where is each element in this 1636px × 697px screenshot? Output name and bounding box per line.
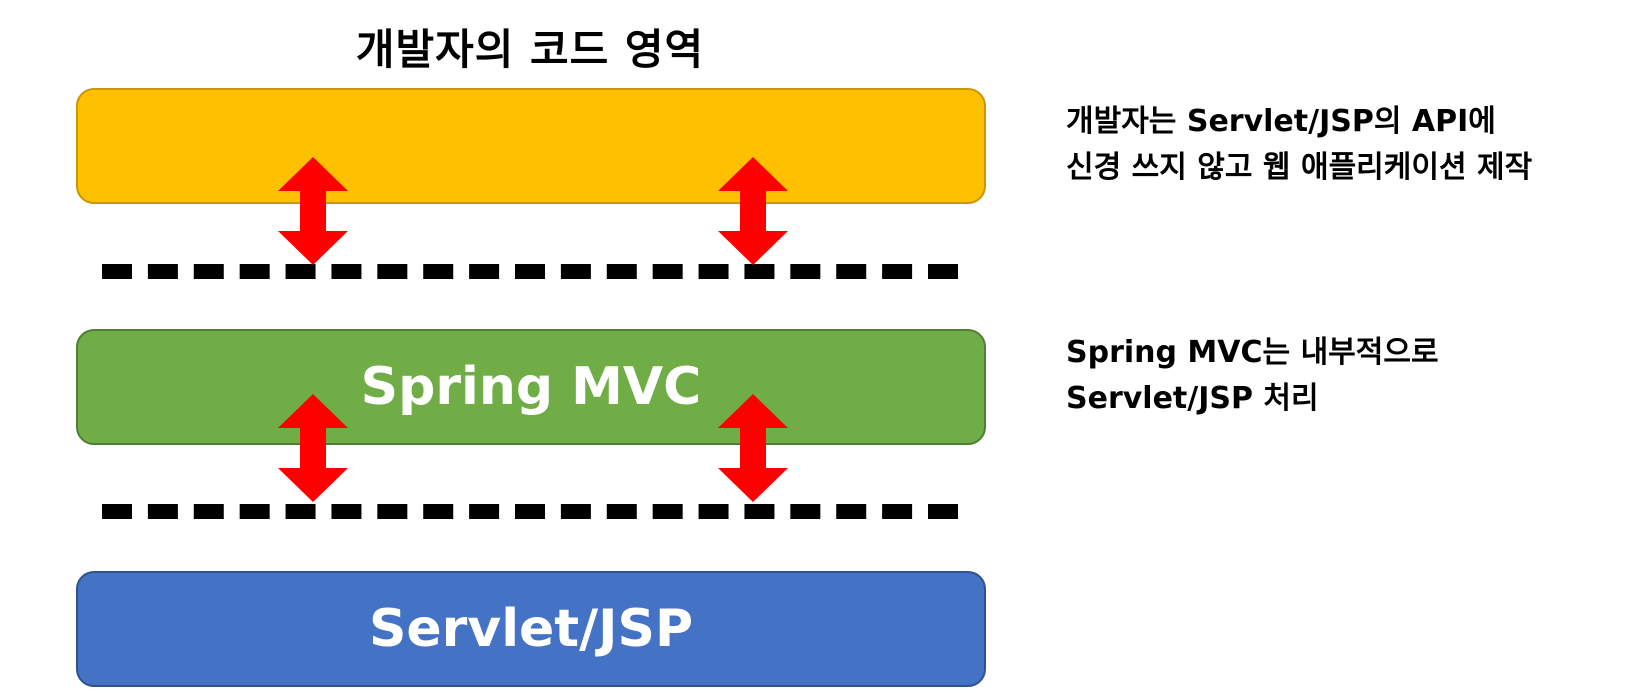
note-spring-mvc: Spring MVC는 내부적으로 Servlet/JSP 처리: [1066, 330, 1439, 422]
servlet-jsp-layer-label: Servlet/JSP: [368, 599, 694, 659]
double-arrow-icon: [278, 394, 348, 502]
note-developer-line-1: 개발자는 Servlet/JSP의 API에: [1066, 104, 1496, 139]
note-spring-mvc-line-2: Servlet/JSP 처리: [1066, 381, 1319, 416]
developer-code-layer: [76, 88, 986, 204]
note-spring-mvc-line-1: Spring MVC는 내부적으로: [1066, 335, 1439, 370]
double-arrow-shape: [718, 394, 788, 502]
spring-mvc-layer: Spring MVC: [76, 329, 986, 445]
double-arrow-shape: [278, 157, 348, 265]
note-developer-line-2: 신경 쓰지 않고 웹 애플리케이션 제작: [1066, 150, 1533, 185]
boundary-dashed-line-upper: [102, 264, 958, 279]
boundary-dashed-line-lower: [102, 504, 958, 519]
diagram-title: 개발자의 코드 영역: [355, 25, 705, 74]
double-arrow-icon: [718, 157, 788, 265]
note-developer: 개발자는 Servlet/JSP의 API에 신경 쓰지 않고 웹 애플리케이션…: [1066, 99, 1532, 191]
spring-mvc-layer-label: Spring MVC: [360, 357, 702, 417]
double-arrow-shape: [278, 394, 348, 502]
servlet-jsp-layer: Servlet/JSP: [76, 571, 986, 687]
double-arrow-shape: [718, 157, 788, 265]
double-arrow-icon: [278, 157, 348, 265]
double-arrow-icon: [718, 394, 788, 502]
